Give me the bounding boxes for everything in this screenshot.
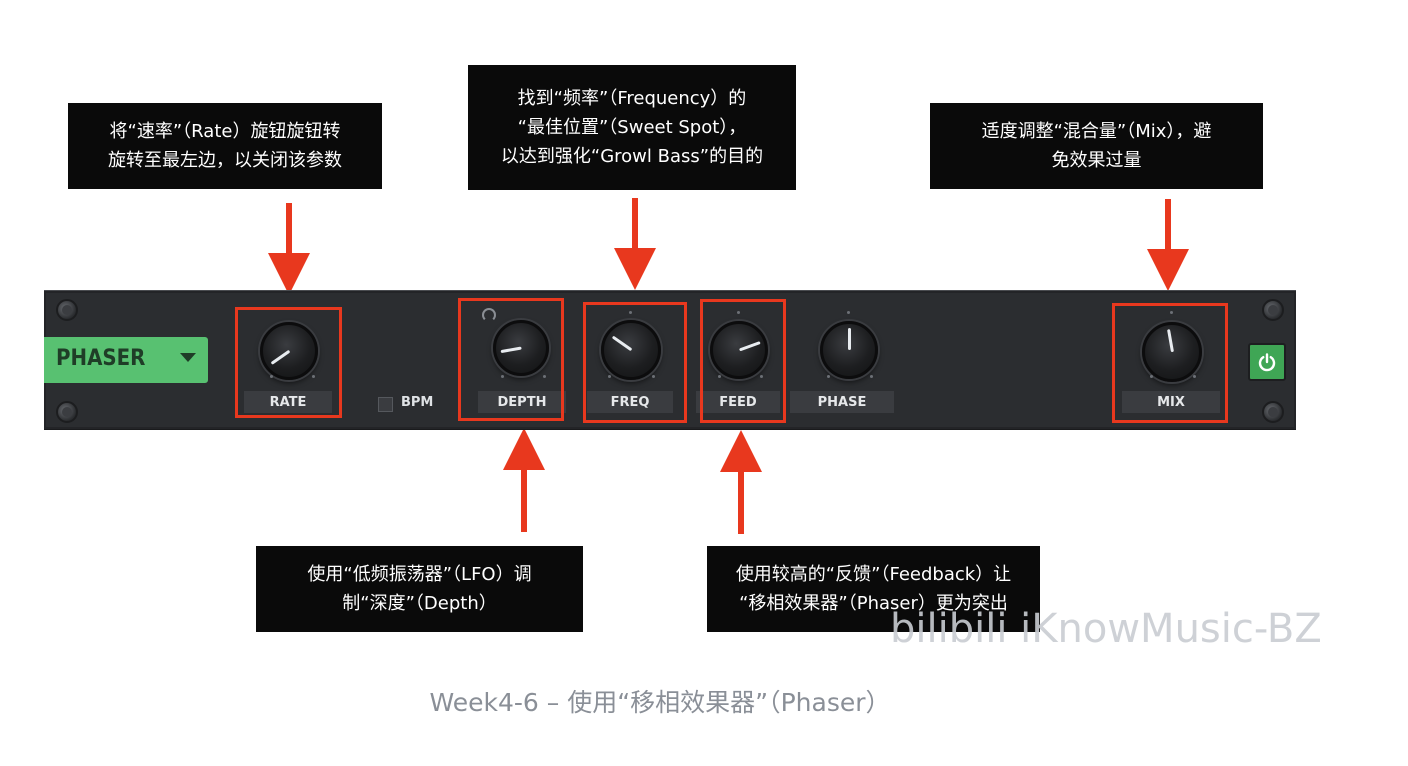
- knob-indicator: [847, 328, 851, 350]
- screw-icon: [56, 299, 78, 321]
- depth-label: DEPTH: [478, 391, 566, 413]
- mix-label: MIX: [1122, 391, 1220, 413]
- watermark: bilibili iKnowMusic-BZ: [890, 606, 1322, 652]
- rate-label: RATE: [244, 391, 332, 413]
- knob-max-dot: [543, 375, 546, 378]
- freq-label: FREQ: [587, 391, 673, 413]
- screw-icon: [1262, 299, 1284, 321]
- arrow-down-mix-icon: [1147, 199, 1189, 291]
- callout-freq: 找到“频率”（Frequency）的 “最佳位置”（Sweet Spot）， 以…: [468, 65, 796, 190]
- feed-knob[interactable]: [710, 321, 768, 379]
- knob-min-dot: [608, 375, 611, 378]
- dropdown-arrow-icon[interactable]: [180, 353, 196, 362]
- knob-top-dot: [1170, 311, 1173, 314]
- depth-knob[interactable]: [493, 320, 549, 376]
- phase-knob[interactable]: [820, 321, 878, 379]
- knob-max-dot: [652, 375, 655, 378]
- knob-min-dot: [1150, 375, 1153, 378]
- power-icon: [1258, 353, 1276, 372]
- highlight-rate: [235, 307, 342, 418]
- knob-max-dot: [1193, 375, 1196, 378]
- arrow-down-rate-icon: [268, 203, 310, 295]
- knob-min-dot: [270, 375, 273, 378]
- knob-max-dot: [312, 375, 315, 378]
- callout-depth: 使用“低频振荡器”（LFO）调 制“深度”（Depth）: [256, 546, 583, 632]
- knob-min-dot: [501, 375, 504, 378]
- bpm-label: BPM: [401, 395, 434, 410]
- highlight-feed: [700, 299, 786, 423]
- callout-mix: 适度调整“混合量”（Mix），避 免效果过量: [930, 103, 1263, 189]
- knob-min-dot: [827, 375, 830, 378]
- knob-min-dot: [718, 375, 721, 378]
- phase-label: PHASE: [790, 391, 894, 413]
- phaser-plugin-panel: PHASER RATE BPM DEPTH FREQ FEED PHASE: [44, 290, 1296, 430]
- preset-name: PHASER: [56, 346, 146, 371]
- arrow-up-feed-icon: [720, 430, 762, 534]
- arrow-up-depth-icon: [503, 428, 545, 532]
- power-button[interactable]: [1248, 343, 1286, 381]
- feed-label: FEED: [696, 391, 780, 413]
- mix-knob[interactable]: [1142, 322, 1202, 382]
- preset-selector[interactable]: PHASER: [44, 337, 208, 383]
- arrow-down-freq-icon: [614, 198, 656, 290]
- freq-knob[interactable]: [601, 320, 661, 380]
- lfo-modulation-icon[interactable]: [482, 308, 496, 322]
- highlight-depth: [458, 298, 564, 421]
- callout-rate: 将“速率”（Rate）旋钮旋钮转 旋转至最左边，以关闭该参数: [68, 103, 382, 189]
- highlight-freq: [583, 302, 687, 423]
- highlight-mix: [1112, 303, 1228, 423]
- knob-max-dot: [760, 375, 763, 378]
- rate-knob[interactable]: [260, 322, 318, 380]
- knob-max-dot: [870, 375, 873, 378]
- screw-icon: [1262, 401, 1284, 423]
- bpm-checkbox[interactable]: [378, 397, 393, 412]
- callout-feed: 使用较高的“反馈”（Feedback）让 “移相效果器”（Phaser）更为突出: [707, 546, 1040, 632]
- knob-top-dot: [847, 311, 850, 314]
- screw-icon: [56, 401, 78, 423]
- knob-top-dot: [629, 311, 632, 314]
- figure-caption: Week4-6 – 使用“移相效果器”（Phaser）: [429, 688, 891, 717]
- knob-top-dot: [737, 311, 740, 314]
